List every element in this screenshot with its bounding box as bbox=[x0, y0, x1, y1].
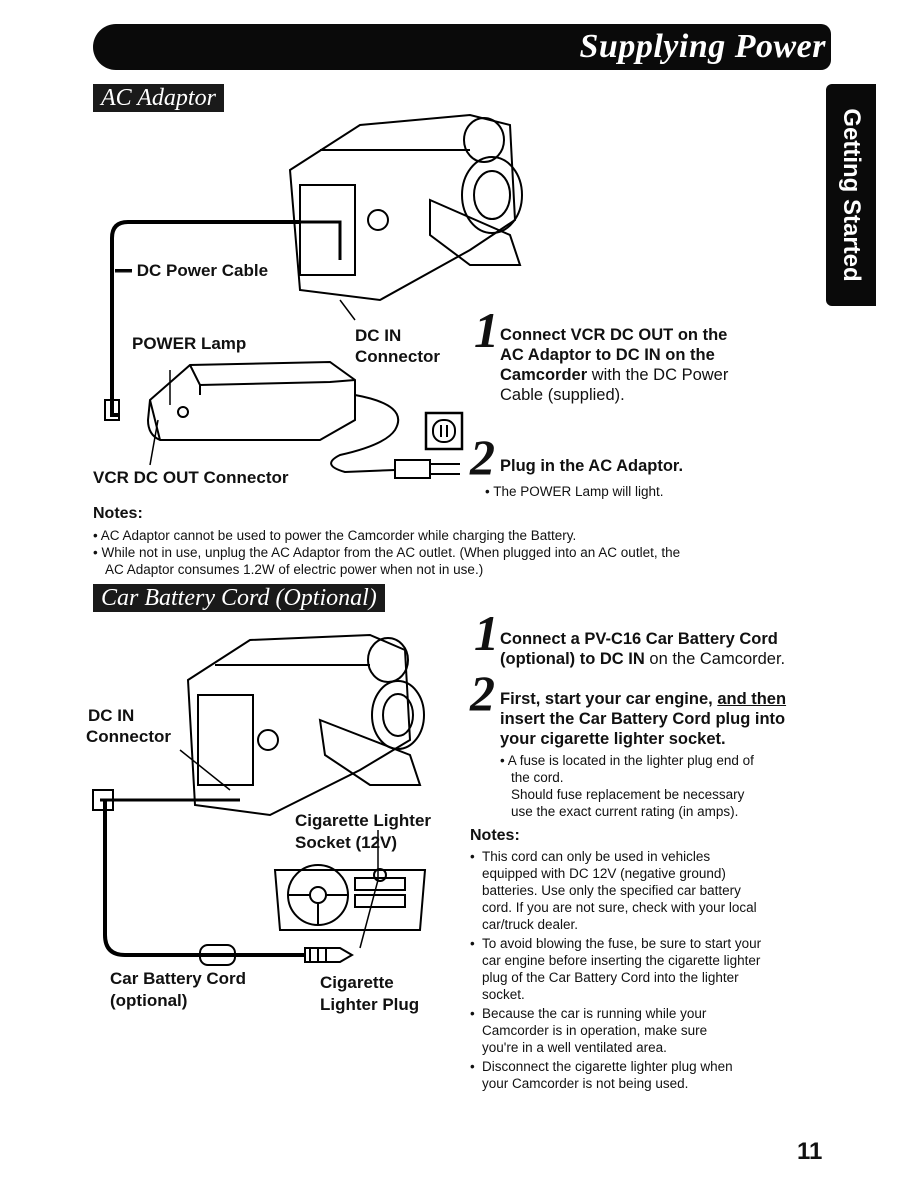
car-note-2-line4: socket. bbox=[482, 987, 525, 1002]
car-step-1-line1: Connect a PV-C16 Car Battery Cord bbox=[500, 630, 778, 648]
car-note-3: Because the car is running while your Ca… bbox=[470, 1005, 840, 1056]
car-step-2-bullet-line4: use the exact current rating (in amps). bbox=[511, 804, 739, 819]
car-step-2-line1b: and then bbox=[717, 690, 787, 708]
label-dc-in: DC IN bbox=[355, 326, 402, 345]
car-step-2-bullet-line2: the cord. bbox=[511, 770, 564, 785]
page-title: Supplying Power bbox=[579, 28, 826, 65]
label-plug-line2: Lighter Plug bbox=[320, 995, 420, 1014]
ac-step-2-number: 2 bbox=[470, 429, 495, 485]
ac-notes: • AC Adaptor cannot be used to power the… bbox=[93, 527, 823, 578]
label-socket-line2: Socket (12V) bbox=[295, 833, 398, 852]
ac-step-1-text: Connect VCR DC OUT on the AC Adaptor to … bbox=[500, 325, 800, 405]
ac-step-1-line2: AC Adaptor to DC IN on the bbox=[500, 346, 715, 364]
car-step-1-line2-rest: on the Camcorder. bbox=[644, 650, 786, 668]
car-step-2-line1a: First, start your car engine, bbox=[500, 690, 718, 708]
side-tab: Getting Started bbox=[826, 84, 876, 306]
ac-step-1-line3-bold: Camcorder bbox=[500, 366, 588, 384]
car-note-4-line2: your Camcorder is not being used. bbox=[482, 1076, 689, 1091]
car-step-2-bullet-line3: Should fuse replacement be necessary bbox=[511, 787, 745, 802]
ac-step-1-line1: Connect VCR DC OUT on the bbox=[500, 326, 728, 344]
car-label-dc-in: DC IN bbox=[88, 706, 135, 725]
car-note-2: To avoid blowing the fuse, be sure to st… bbox=[470, 935, 840, 1003]
ac-note-2: • While not in use, unplug the AC Adapto… bbox=[93, 545, 681, 560]
label-power-lamp: POWER Lamp bbox=[132, 334, 247, 353]
car-label-connector: Connector bbox=[86, 727, 171, 746]
label-cord-line2: (optional) bbox=[110, 991, 188, 1010]
ac-step-1-number: 1 bbox=[474, 302, 499, 358]
car-step-1-text: Connect a PV-C16 Car Battery Cord (optio… bbox=[500, 629, 840, 669]
car-step-2-number: 2 bbox=[470, 665, 495, 721]
car-note-2-line1: To avoid blowing the fuse, be sure to st… bbox=[482, 936, 762, 951]
ac-step-1-line3-rest: with the DC Power bbox=[587, 366, 729, 384]
camcorder-illustration-ac bbox=[288, 113, 523, 302]
car-notes-heading: Notes: bbox=[470, 827, 520, 844]
ac-notes-heading: Notes: bbox=[93, 505, 143, 522]
ac-note-2-text: While not in use, unplug the AC Adaptor … bbox=[101, 545, 681, 560]
ac-step-2-bullet: • The POWER Lamp will light. bbox=[485, 484, 664, 499]
car-notes-list: This cord can only be used in vehicles e… bbox=[470, 848, 840, 1092]
label-vcr-dc-out: VCR DC OUT Connector bbox=[93, 468, 289, 487]
car-note-1: This cord can only be used in vehicles e… bbox=[470, 848, 840, 933]
car-note-3-line1: Because the car is running while your bbox=[482, 1006, 707, 1021]
car-note-3-line2: Camcorder is in operation, make sure bbox=[482, 1023, 708, 1038]
section-title-ac-adaptor: AC Adaptor bbox=[93, 84, 224, 112]
ac-note-1: • AC Adaptor cannot be used to power the… bbox=[93, 528, 577, 543]
label-dc-power-cable: — DC Power Cable bbox=[115, 261, 269, 280]
page-number: 11 bbox=[797, 1138, 823, 1165]
ac-step-2-text: Plug in the AC Adaptor. bbox=[500, 456, 683, 476]
label-cord-line1: Car Battery Cord bbox=[110, 969, 247, 988]
car-note-2-line3: plug of the Car Battery Cord into the li… bbox=[482, 970, 739, 985]
car-step-2-bullet-line1: • A fuse is located in the lighter plug … bbox=[500, 753, 754, 768]
car-step-2-text: First, start your car engine, and then i… bbox=[500, 689, 840, 749]
camcorder-illustration-car bbox=[186, 633, 425, 817]
car-step-2-line3: your cigarette lighter socket. bbox=[500, 730, 726, 748]
car-note-1-line3: batteries. Use only the specified car ba… bbox=[482, 883, 741, 898]
label-socket-line1: Cigarette Lighter bbox=[295, 811, 432, 830]
label-connector: Connector bbox=[355, 347, 440, 366]
car-note-2-line2: car engine before inserting the cigarett… bbox=[482, 953, 761, 968]
car-step-1-number: 1 bbox=[474, 605, 499, 661]
car-note-4-line1: Disconnect the cigarette lighter plug wh… bbox=[482, 1059, 733, 1074]
ac-step-1-line4: Cable (supplied). bbox=[500, 386, 625, 404]
car-note-4: Disconnect the cigarette lighter plug wh… bbox=[470, 1058, 840, 1092]
car-note-3-line3: you're in a well ventilated area. bbox=[482, 1040, 667, 1055]
car-step-2-bullet-line1-text: A fuse is located in the lighter plug en… bbox=[507, 753, 754, 768]
car-note-1-line4: cord. If you are not sure, check with yo… bbox=[482, 900, 757, 915]
ac-note-2-cont: AC Adaptor consumes 1.2W of electric pow… bbox=[105, 562, 484, 577]
car-note-1-line5: car/truck dealer. bbox=[482, 917, 579, 932]
ac-note-1-text: AC Adaptor cannot be used to power the C… bbox=[100, 528, 577, 543]
ac-step-2-heading: Plug in the AC Adaptor. bbox=[500, 457, 684, 475]
label-dc-power-cable-text: DC Power Cable bbox=[136, 261, 269, 280]
car-step-2-bullet: • A fuse is located in the lighter plug … bbox=[500, 752, 830, 820]
ac-step-2-bullet-text: The POWER Lamp will light. bbox=[493, 484, 664, 499]
car-note-1-line2: equipped with DC 12V (negative ground) bbox=[482, 866, 726, 881]
car-step-2-line2: insert the Car Battery Cord plug into bbox=[500, 710, 786, 728]
car-step-1-line2-bold: (optional) to DC IN bbox=[500, 650, 645, 668]
section-title-car-battery-cord: Car Battery Cord (Optional) bbox=[93, 584, 385, 612]
label-plug-line1: Cigarette bbox=[320, 973, 394, 992]
car-note-1-line1: This cord can only be used in vehicles bbox=[482, 849, 711, 864]
header-bar bbox=[93, 24, 831, 70]
